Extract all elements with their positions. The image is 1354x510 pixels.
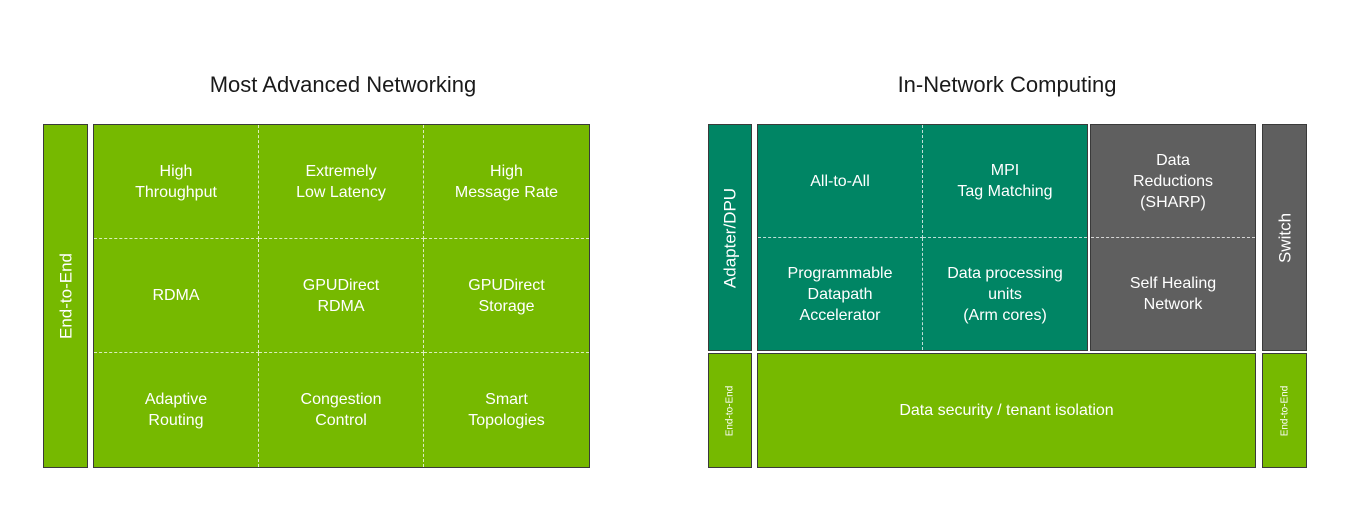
bottom-left-end-to-end-label: End-to-End: [724, 385, 736, 436]
bottom-right-end-to-end-label: End-to-End: [1279, 385, 1290, 436]
bottom-left-end-to-end-bar: End-to-End: [708, 353, 752, 468]
left-diagram-title: Most Advanced Networking: [209, 72, 477, 97]
cell-gpudirect-storage: GPUDirect Storage: [424, 239, 589, 353]
switch-features-grid: Data Reductions (SHARP) Self Healing Net…: [1090, 124, 1256, 351]
data-security-label: Data security / tenant isolation: [899, 402, 1114, 419]
cell-all-to-all: All-to-All: [758, 125, 923, 238]
cell-smart-topologies: Smart Topologies: [468, 391, 545, 429]
cell-gpudirect-rdma: GPUDirect RDMA: [259, 239, 424, 353]
adapter-dpu-label: Adapter/DPU: [720, 187, 740, 288]
cell-programmable-datapath-accelerator: Programmable Datapath Accelerator: [758, 238, 923, 350]
data-security-bar: Data security / tenant isolation: [757, 353, 1256, 468]
networking-features-grid: High Throughput Extremely Low Latency Hi…: [93, 124, 590, 468]
cell-self-healing-network: Self Healing Network: [1129, 275, 1217, 313]
switch-bar: Switch: [1262, 124, 1307, 351]
bottom-right-end-to-end-bar: End-to-End: [1262, 353, 1307, 468]
left-end-to-end-bar: End-to-End: [43, 124, 88, 468]
cell-adaptive-routing: Adaptive Routing: [94, 353, 259, 467]
cell-rdma: RDMA: [94, 239, 259, 353]
cell-extremely-low-latency: Extremely Low Latency: [259, 125, 424, 239]
cell-mpi-tag-matching: MPI Tag Matching: [923, 125, 1087, 238]
cell-high-message-rate: High Message Rate: [424, 125, 589, 239]
dpu-features-grid: All-to-All MPI Tag Matching Programmable…: [757, 124, 1088, 351]
switch-label: Switch: [1275, 212, 1294, 263]
cell-high-throughput: High Throughput: [94, 125, 259, 239]
right-diagram-title: In-Network Computing: [897, 72, 1117, 97]
adapter-dpu-bar: Adapter/DPU: [708, 124, 752, 351]
cell-congestion-control: Congestion Control: [259, 353, 424, 467]
cell-data-reductions-sharp: Data Reductions (SHARP): [1091, 125, 1255, 238]
left-end-to-end-label: End-to-End: [56, 253, 75, 339]
cell-data-processing-units: Data processing units (Arm cores): [947, 264, 1063, 324]
